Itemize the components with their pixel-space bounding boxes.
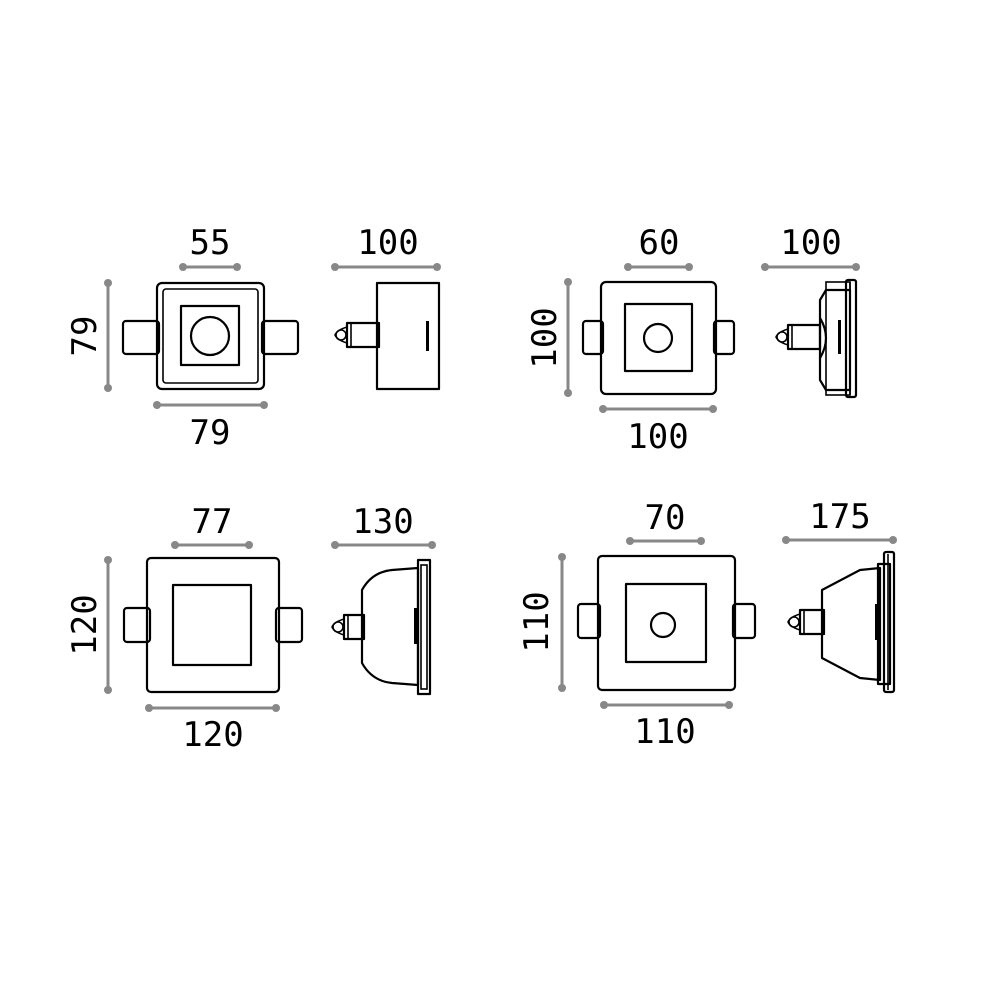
dimension-front-left-4: 110: [517, 553, 566, 692]
dimension-label: 100: [357, 223, 418, 263]
dimension-label: 130: [352, 502, 413, 542]
side-view-2: [775, 278, 858, 399]
side-view-4: [787, 550, 896, 694]
dimension-label: 120: [182, 715, 243, 755]
dimension-label: 79: [65, 316, 105, 357]
dimension-side-top-2: 100: [761, 223, 860, 271]
dimension-label: 100: [780, 223, 841, 263]
front-view-1: [121, 281, 300, 391]
dimension-side-top-4: 175: [782, 497, 897, 544]
dimension-front-top-2: 60: [624, 223, 693, 271]
diagram-3: 77 120 120 130: [65, 502, 436, 755]
dimension-front-top-3: 77: [171, 502, 253, 549]
dimension-label: 100: [525, 307, 565, 368]
dimension-front-top-1: 55: [179, 223, 241, 271]
diagram-4: 70 110 110 175: [517, 497, 897, 752]
diagram-1: 55 79 79 100: [65, 223, 441, 453]
dimension-label: 55: [190, 223, 231, 263]
dimension-label: 77: [192, 502, 233, 542]
dimension-front-left-1: 79: [65, 279, 112, 392]
dimension-label: 70: [645, 498, 686, 538]
front-view-4: [576, 554, 757, 692]
dimension-side-top-1: 100: [331, 223, 441, 271]
side-view-3: [331, 558, 432, 696]
dimension-front-bottom-3: 120: [145, 704, 280, 755]
dimension-label: 79: [190, 413, 231, 453]
dimension-label: 110: [517, 591, 557, 652]
dimension-front-top-4: 70: [626, 498, 705, 545]
dimension-side-top-3: 130: [331, 502, 436, 549]
dimension-label: 110: [634, 712, 695, 752]
diagram-2: 60 100 100: [525, 223, 860, 457]
side-view-1: [334, 281, 441, 391]
front-view-3: [122, 556, 304, 694]
dimension-front-bottom-1: 79: [153, 401, 268, 453]
dimension-label: 60: [639, 223, 680, 263]
front-view-2: [581, 280, 736, 396]
dimension-label: 175: [809, 497, 870, 537]
dimension-label: 100: [627, 417, 688, 457]
dimension-front-bottom-4: 110: [600, 701, 733, 752]
dimension-label: 120: [65, 594, 105, 655]
dimension-front-left-2: 100: [525, 278, 572, 397]
dimension-front-left-3: 120: [65, 556, 112, 694]
dimension-front-bottom-2: 100: [599, 405, 717, 457]
